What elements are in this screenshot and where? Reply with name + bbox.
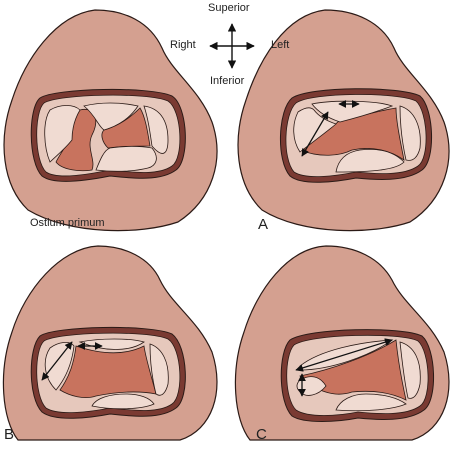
panel-ostium-primum: [3, 9, 218, 232]
panel-a: [237, 9, 450, 232]
leaflet-inferior: [95, 146, 157, 172]
label-left: Left: [271, 39, 290, 51]
leaflet-right: [149, 343, 169, 396]
leaflet-inferior: [335, 148, 405, 173]
label-right: Right: [170, 39, 196, 51]
leaflet-inferior: [91, 393, 155, 410]
orifice: [59, 345, 157, 398]
leaflet-right: [399, 341, 421, 399]
panel-c: [234, 245, 450, 441]
label-inferior: Inferior: [210, 75, 245, 87]
arrow-diagonal: [301, 111, 329, 157]
label-superior: Superior: [208, 2, 250, 14]
leaflet-inferior: [335, 393, 407, 412]
panel-label-c: C: [256, 426, 267, 443]
orientation-compass: [209, 23, 255, 69]
leaflet-middle: [83, 102, 139, 131]
orifice-right: [101, 107, 151, 149]
panel-label-a: A: [258, 216, 269, 233]
panel-label-b: B: [4, 426, 15, 443]
leaflet-right: [399, 105, 421, 161]
caption-ostium-primum: Ostium primum: [30, 217, 105, 229]
arrow-diagonal: [41, 341, 73, 381]
leaflet-superior: [44, 105, 81, 163]
arrow-long-diagonal: [295, 338, 393, 372]
panel-b: [2, 245, 218, 441]
leaflet-right: [143, 105, 169, 154]
